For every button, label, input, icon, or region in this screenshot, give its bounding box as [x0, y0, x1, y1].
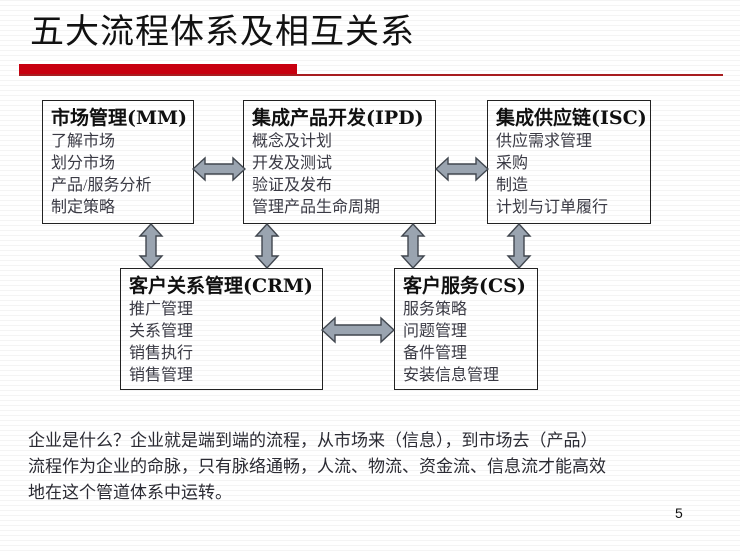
- process-box-cs-item-3: 备件管理: [403, 345, 468, 362]
- arrow-ipd-cs-icon: [399, 223, 427, 269]
- arrow-ipd-isc-icon: [435, 154, 489, 184]
- process-box-crm-item-2: 关系管理: [129, 323, 194, 340]
- process-box-cs[interactable]: 客户服务(CS) 服务策略 问题管理 备件管理 安装信息管理: [394, 268, 538, 390]
- process-box-crm-title: 客户关系管理(CRM): [129, 275, 313, 297]
- process-box-isc-item-2: 采购: [496, 155, 529, 172]
- process-box-mm-item-4: 制定策略: [51, 199, 116, 216]
- process-box-ipd-item-1: 概念及计划: [252, 133, 333, 150]
- process-box-crm-item-3: 销售执行: [129, 345, 194, 362]
- arrow-ipd-crm-icon: [253, 223, 281, 269]
- title-underline-rule: [19, 74, 723, 76]
- process-box-cs-title: 客户服务(CS): [403, 275, 526, 297]
- page-title: 五大流程体系及相互关系: [30, 12, 415, 52]
- process-box-isc[interactable]: 集成供应链(ISC) 供应需求管理 采购 制造 计划与订单履行: [487, 100, 651, 224]
- summary-line-3: 地在这个管道体系中运转。: [28, 483, 232, 502]
- process-box-cs-item-1: 服务策略: [403, 301, 468, 318]
- process-box-mm[interactable]: 市场管理(MM) 了解市场 划分市场 产品/服务分析 制定策略: [42, 100, 194, 224]
- process-box-isc-item-3: 制造: [496, 177, 529, 194]
- process-box-mm-title: 市场管理(MM): [51, 107, 188, 129]
- process-box-crm-item-4: 销售管理: [129, 367, 194, 384]
- page-number: 5: [675, 505, 683, 521]
- process-box-crm[interactable]: 客户关系管理(CRM) 推广管理 关系管理 销售执行 销售管理: [120, 268, 323, 390]
- process-box-mm-item-2: 划分市场: [51, 155, 116, 172]
- title-accent-bar: [19, 64, 297, 75]
- arrow-mm-ipd-icon: [192, 154, 246, 184]
- process-box-crm-item-1: 推广管理: [129, 301, 194, 318]
- arrow-mm-crm-icon: [137, 223, 165, 269]
- arrow-crm-cs-icon: [321, 315, 395, 345]
- process-box-mm-item-1: 了解市场: [51, 133, 116, 150]
- process-box-isc-item-4: 计划与订单履行: [496, 199, 609, 216]
- process-box-ipd[interactable]: 集成产品开发(IPD) 概念及计划 开发及测试 验证及发布 管理产品生命周期: [243, 100, 436, 224]
- summary-line-2: 流程作为企业的命脉，只有脉络通畅，人流、物流、资金流、信息流才能高效: [28, 457, 606, 476]
- arrow-isc-cs-icon: [505, 223, 533, 269]
- summary-line-1: 企业是什么？企业就是端到端的流程，从市场来（信息），到市场去（产品）: [28, 431, 598, 450]
- process-box-cs-item-2: 问题管理: [403, 323, 468, 340]
- process-box-cs-item-4: 安装信息管理: [403, 367, 500, 384]
- summary-paragraph: 企业是什么？企业就是端到端的流程，从市场来（信息），到市场去（产品） 流程作为企…: [28, 428, 718, 506]
- process-box-ipd-item-2: 开发及测试: [252, 155, 333, 172]
- process-box-ipd-title: 集成产品开发(IPD): [252, 107, 424, 129]
- process-box-ipd-item-3: 验证及发布: [252, 177, 333, 194]
- process-box-mm-item-3: 产品/服务分析: [51, 177, 152, 194]
- process-box-isc-item-1: 供应需求管理: [496, 133, 593, 150]
- process-box-isc-title: 集成供应链(ISC): [496, 107, 647, 129]
- process-box-ipd-item-4: 管理产品生命周期: [252, 199, 381, 216]
